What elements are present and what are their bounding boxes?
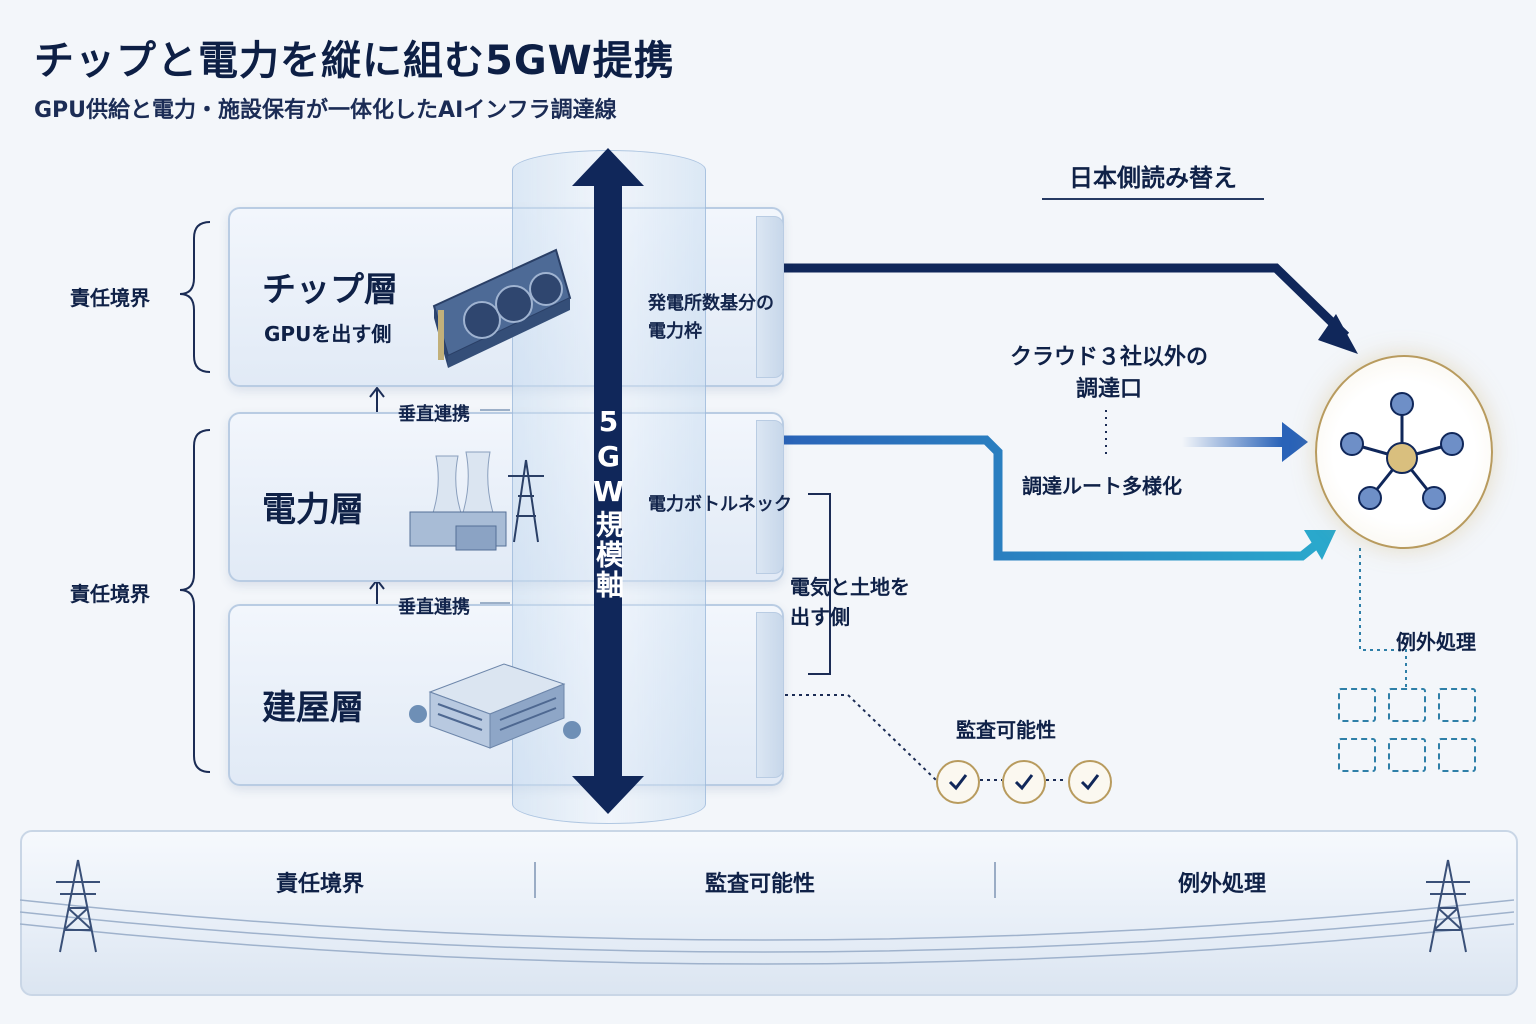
exception-box xyxy=(1388,688,1426,722)
bracket-top xyxy=(179,221,211,373)
power-layer-side xyxy=(756,420,784,574)
band-responsibility-label: 責任境界 xyxy=(275,872,364,897)
exception-box xyxy=(1388,738,1426,772)
band-exception-label: 例外処理 xyxy=(1177,872,1266,897)
exception-label: 例外処理 xyxy=(1396,630,1476,654)
responsibility-boundary-bottom: 責任境界 xyxy=(70,582,150,606)
arrow-chip-to-hub xyxy=(782,263,1350,340)
axis-label: 5GW規模軸 xyxy=(592,405,625,600)
exception-connector xyxy=(1359,548,1407,690)
check-icon xyxy=(1068,760,1112,804)
transmission-lines xyxy=(20,859,1514,965)
arrow-diversify-body xyxy=(1182,437,1282,447)
band-separator xyxy=(534,862,536,898)
vertical-link-label-2: 垂直連携 xyxy=(398,597,470,618)
diversify-label: 調達ルート多様化 xyxy=(1022,474,1182,498)
bracket-bottom xyxy=(179,429,211,773)
bracket-power-land xyxy=(808,493,831,675)
audit-label: 監査可能性 xyxy=(956,718,1056,742)
chip-layer-subtitle: GPUを出す側 xyxy=(264,322,392,346)
transmission-tower-icon xyxy=(1426,859,1470,953)
power-layer-title: 電力層 xyxy=(262,490,364,530)
japan-side-heading: 日本側読み替え xyxy=(1069,164,1237,192)
chip-layer-side xyxy=(756,216,784,378)
network-hub-icon xyxy=(1340,392,1464,510)
exception-box xyxy=(1438,688,1476,722)
exception-box xyxy=(1338,738,1376,772)
scale-axis-arrow xyxy=(572,148,644,814)
chip-layer-title: チップ層 xyxy=(262,270,398,310)
arrow-diversify-head xyxy=(1282,422,1308,462)
transmission-tower-icon xyxy=(56,859,100,953)
vertical-link-label-1: 垂直連携 xyxy=(398,404,470,425)
cloud-procurement-label: クラウド３社以外の 調達口 xyxy=(1009,345,1208,402)
responsibility-boundary-top: 責任境界 xyxy=(70,286,150,310)
page-subtitle: GPU供給と電力・施設保有が一体化したAIインフラ調達線 xyxy=(34,98,617,123)
check-icon xyxy=(1002,760,1046,804)
bottom-band xyxy=(20,830,1518,996)
exception-box xyxy=(1338,688,1376,722)
chip-layer-note: 発電所数基分の 電力枠 xyxy=(648,293,774,342)
power-plant-icon xyxy=(409,451,544,551)
power-land-label: 電気と土地を 出す側 xyxy=(790,575,910,629)
exception-box xyxy=(1438,738,1476,772)
band-audit-label: 監査可能性 xyxy=(704,872,815,897)
check-icon xyxy=(936,760,980,804)
power-layer-note: 電力ボトルネック xyxy=(648,494,792,515)
band-separator xyxy=(994,862,996,898)
gpu-card-icon xyxy=(432,248,572,368)
building-icon xyxy=(409,663,581,749)
page-title: チップと電力を縦に組む5GW提携 xyxy=(34,38,675,84)
arrow-power-to-hub xyxy=(782,435,1325,561)
building-layer-title: 建屋層 xyxy=(262,688,364,728)
building-layer-side xyxy=(756,612,784,778)
audit-connector xyxy=(624,694,937,781)
japan-side-underline xyxy=(1042,198,1264,200)
